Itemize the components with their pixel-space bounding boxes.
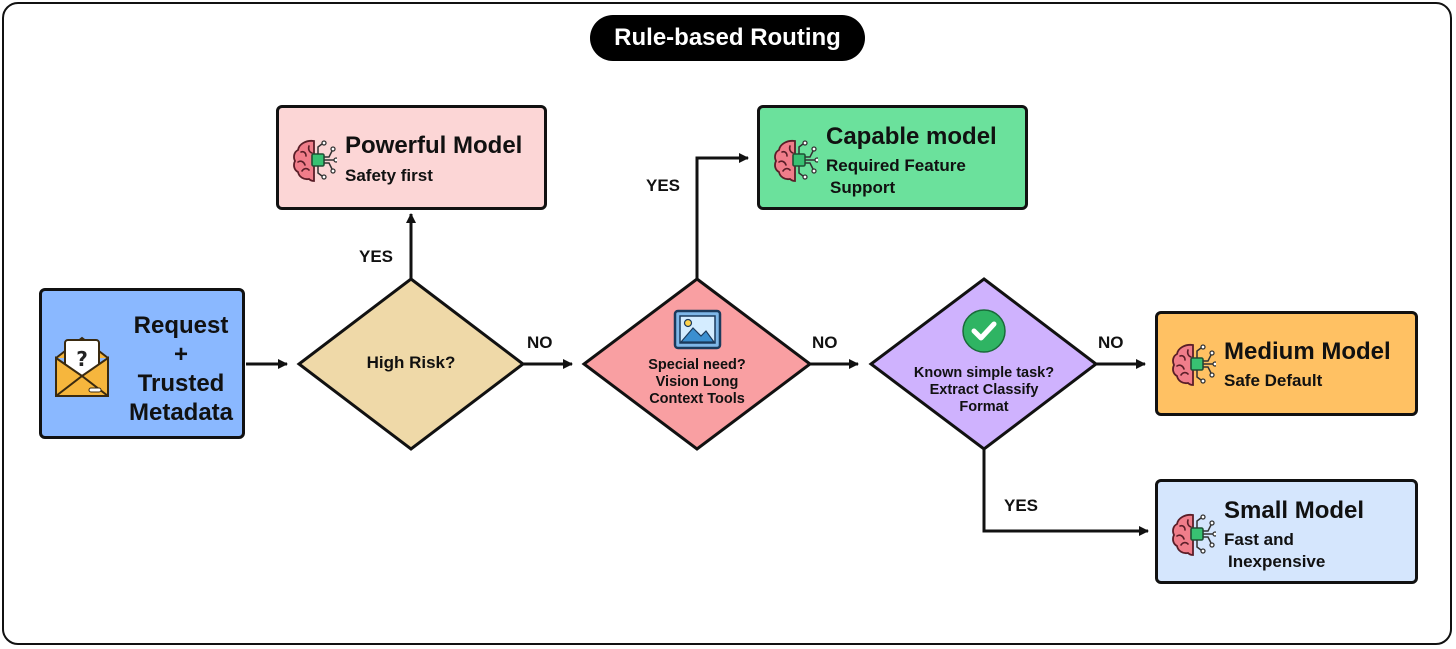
brain-chip-icon	[1172, 343, 1216, 386]
envelope-question-icon: ?	[55, 336, 109, 397]
powerful-model-subtitle: Safety first	[345, 166, 433, 185]
simple-task-line-2: Extract Classify	[929, 382, 1039, 398]
simple-task-text: Known simple task? Extract Classify Form…	[894, 365, 1074, 416]
medium-model-node: Medium Model Safe Default	[1155, 311, 1418, 416]
small-model-subtitle-2: Inexpensive	[1228, 552, 1326, 571]
simple-task-line-1: Known simple task?	[913, 365, 1055, 381]
high-risk-yes-label: YES	[359, 247, 394, 266]
small-model-title: Small Model	[1224, 497, 1365, 524]
special-need-yes-label: YES	[646, 176, 681, 195]
medium-model-title: Medium Model	[1224, 338, 1391, 365]
brain-chip-icon	[1172, 513, 1216, 556]
special-need-line-3: Context Tools	[649, 391, 745, 407]
capable-model-subtitle-2: Support	[830, 178, 896, 197]
special-need-no-label: NO	[812, 333, 838, 352]
capable-model-subtitle-1: Required Feature	[826, 156, 966, 175]
high-risk-no-label: NO	[527, 333, 553, 352]
decision-high-risk	[296, 277, 526, 451]
capable-model-node: Capable model Required Feature Support	[757, 105, 1028, 210]
simple-task-yes-label: YES	[1004, 496, 1039, 515]
svg-text:?: ?	[76, 347, 88, 371]
brain-chip-icon	[774, 139, 818, 182]
medium-model-subtitle: Safe Default	[1224, 371, 1323, 390]
image-icon	[673, 309, 722, 350]
brain-chip-icon	[293, 139, 337, 182]
simple-task-line-3: Format	[959, 399, 1009, 415]
high-risk-text: High Risk?	[366, 353, 456, 372]
check-circle-icon	[962, 309, 1006, 353]
powerful-model-node: Powerful Model Safety first	[276, 105, 547, 210]
request-line-2: +	[173, 341, 188, 368]
request-node: ? Request + Trusted Metadata	[39, 288, 245, 439]
arrow-special-yes	[695, 153, 749, 279]
request-line-1: Request	[133, 312, 229, 339]
powerful-model-title: Powerful Model	[345, 132, 523, 159]
special-need-line-2: Vision Long	[655, 374, 739, 390]
request-line-4: Metadata	[128, 399, 234, 426]
small-model-node: Small Model Fast and Inexpensive	[1155, 479, 1418, 584]
special-need-text: Special need? Vision Long Context Tools	[617, 357, 777, 408]
arrow-simple-yes	[982, 449, 1149, 536]
special-need-line-1: Special need?	[648, 357, 746, 373]
simple-task-no-label: NO	[1098, 333, 1124, 352]
decision-special-need	[581, 277, 813, 451]
request-line-3: Trusted	[137, 370, 225, 397]
small-model-subtitle-1: Fast and	[1224, 530, 1294, 549]
capable-model-title: Capable model	[826, 123, 997, 150]
decision-simple-task	[868, 277, 1099, 451]
diagram-title: Rule-based Routing	[590, 15, 865, 61]
